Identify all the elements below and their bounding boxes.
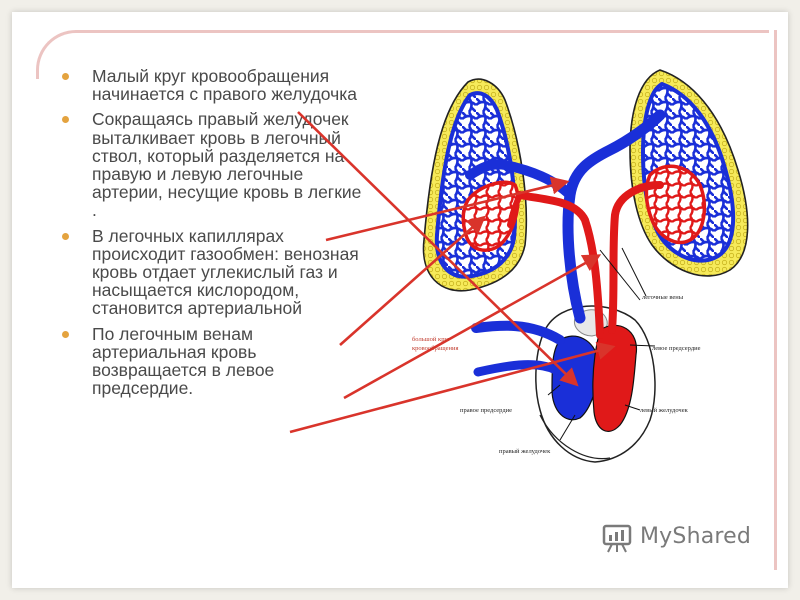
bullet-text-4: По легочным венам артериальная кровь воз…: [92, 323, 275, 399]
label-right-ventricle: правый желудочек: [499, 448, 551, 455]
bullet-dot-icon: [62, 116, 69, 124]
label-systemic-circle-1: большой круг: [412, 336, 451, 343]
bullet-item-1: Малый круг кровообращения начинается с п…: [62, 67, 362, 103]
bullet-dot-icon: [62, 232, 69, 240]
bullet-item-4: По легочным венам артериальная кровь воз…: [62, 325, 362, 398]
heart: [535, 305, 656, 463]
decorative-frame-right: [768, 30, 777, 570]
label-left-atrium: левое предсердие: [652, 345, 701, 352]
label-right-atrium: правое предсердие: [460, 407, 512, 414]
bullet-text-1: Малый круг кровообращения начинается с п…: [92, 66, 358, 105]
label-pulmonary-veins: легочные вены: [642, 294, 684, 301]
presentation-icon: [602, 524, 632, 553]
right-lung: [422, 78, 528, 292]
bullet-text-2: Сокращаясь правый желудочек выталкивает …: [92, 109, 362, 221]
bullet-text-3: В легочных капиллярах происходит газообм…: [92, 225, 359, 319]
annotation-arrows: [289, 111, 616, 434]
left-lung: [629, 69, 749, 277]
bullet-dot-icon: [62, 73, 69, 80]
label-leaders: [547, 247, 656, 441]
label-left-ventricle: левый желудочек: [640, 407, 689, 414]
logo-text: MyShared: [640, 524, 752, 549]
bullet-list: Малый круг кровообращения начинается с п…: [62, 67, 362, 404]
label-systemic-circle-2: кровообращения: [412, 345, 458, 352]
myshared-logo: MyShared: [602, 522, 752, 556]
bullet-item-3: В легочных капиллярах происходит газообм…: [62, 227, 362, 318]
bullet-dot-icon: [62, 330, 69, 338]
bullet-item-2: Сокращаясь правый желудочек выталкивает …: [62, 109, 362, 221]
